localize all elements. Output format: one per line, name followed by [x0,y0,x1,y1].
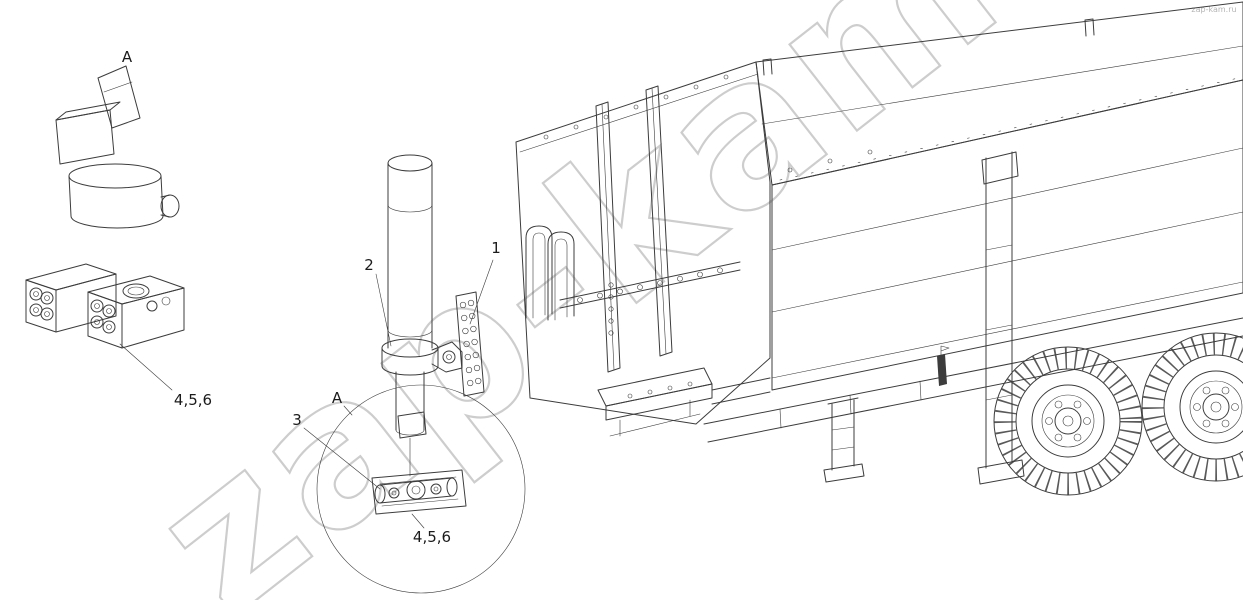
watermark-corner-text: zap-kam.ru [1191,5,1236,14]
leader-group-detail [411,513,425,529]
leader-item-2 [375,273,392,347]
hydraulic-cylinder [381,154,463,436]
leader-item-3 [303,427,381,490]
label-item-3: 3 [292,411,302,429]
watermark: zap-kam.ru zap-kam.ru [113,0,1243,600]
trailer-front-wall [515,61,771,437]
trailer [515,1,1243,496]
trailer-body-side [755,1,1243,391]
trailer-chassis [703,317,1243,443]
label-item-2: 2 [364,256,374,274]
view-a-label: A [122,48,133,66]
chassis-pin [937,354,947,386]
wheel-front-tread [994,347,1142,495]
label-item-1: 1 [491,239,501,257]
trailer-ladder [525,225,575,321]
view-a-cylinder-head: A [55,48,180,229]
detail-circle-a: A 3 4,5,6 [292,384,526,594]
wheel-front [993,346,1143,496]
bracket-detail-label: 4,5,6 [174,391,212,409]
leader-detail-a [343,405,353,416]
detail-a-label: A [332,389,343,407]
detail-bracket-assembly [371,469,467,515]
landing-leg-front [823,397,865,483]
bracket-detail-top: 4,5,6 [25,263,212,409]
wheel-rear-tread [1142,333,1243,481]
front-platform [597,367,713,437]
callout-item-2: 2 [364,256,392,347]
cylinder-mount-plate [455,291,485,397]
leader-item-1 [469,259,494,325]
callout-item-1: 1 [469,239,501,325]
support-pillar [977,151,1025,485]
leader-group-top-left [119,343,173,391]
detail-group-label: 4,5,6 [413,528,451,546]
watermark-text: zap-kam.ru [114,0,1243,600]
wheel-rear [1141,332,1243,482]
